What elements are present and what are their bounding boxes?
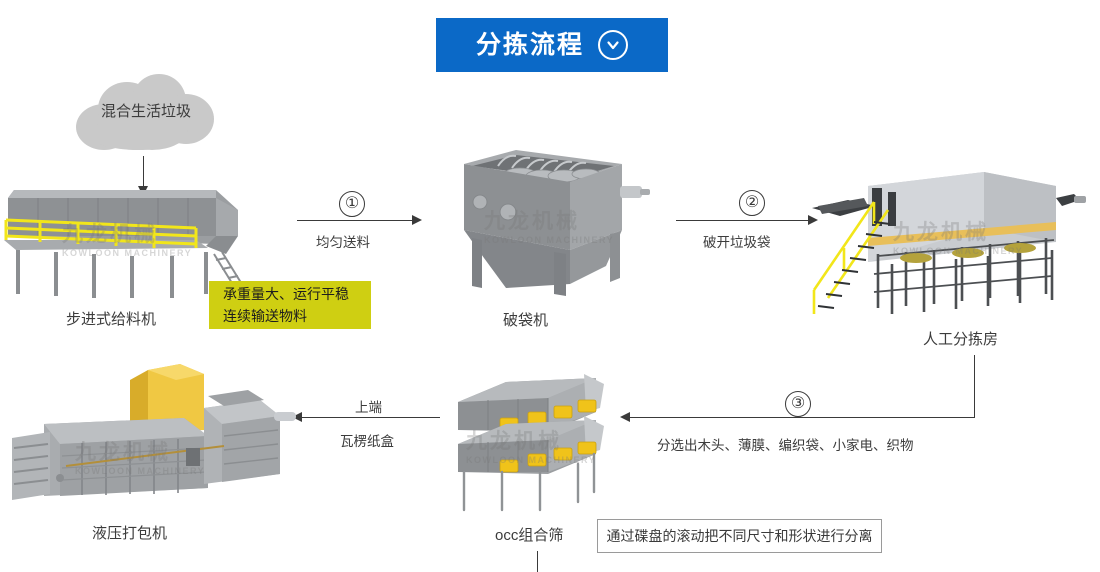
sorting-room-connector-vline	[974, 355, 975, 417]
flow-step4-line	[302, 417, 440, 418]
flow-step3-line	[630, 417, 975, 418]
hydraulic-baler-image	[12, 364, 296, 500]
page-banner: 分拣流程	[436, 18, 668, 72]
manual-sorting-room-image	[812, 172, 1086, 314]
stage-label-bag-breaker: 破袋机	[503, 312, 549, 329]
cloud-to-feeder-line	[143, 156, 144, 188]
flow-step1-label: 均匀送料	[316, 235, 370, 250]
flow-step4-bottom-label: 瓦楞纸盒	[340, 434, 394, 449]
flow-step1-arrowhead	[412, 215, 422, 225]
feeder-feature-note: 承重量大、运行平稳 连续输送物料	[209, 281, 371, 329]
flow-step3-arrowhead	[620, 412, 630, 422]
waste-source-label: 混合生活垃圾	[100, 103, 191, 120]
chevron-down-circle-icon	[598, 30, 628, 60]
flow-step2-line	[676, 220, 809, 221]
flow-step1-line	[297, 220, 413, 221]
stage-label-feeder: 步进式给料机	[66, 311, 157, 328]
stage-label-baler: 液压打包机	[92, 525, 168, 542]
occ-screen-down-line	[537, 551, 538, 572]
feeder-feature-note-line2: 连续输送物料	[223, 308, 307, 324]
flow-step3-number: ③	[785, 391, 811, 417]
flow-step2-arrowhead	[808, 215, 818, 225]
page-title: 分拣流程	[475, 30, 584, 59]
flow-step3-label: 分选出木头、薄膜、编织袋、小家电、织物	[657, 438, 914, 453]
flow-step4-top-label: 上端	[355, 400, 382, 415]
step-feeder-image	[4, 190, 249, 298]
occ-screen-note: 通过碟盘的滚动把不同尺寸和形状进行分离	[597, 519, 882, 553]
bag-breaker-image	[464, 150, 650, 296]
flow-step4-arrowhead	[292, 412, 302, 422]
stage-label-occ-screen: occ组合筛	[495, 527, 564, 544]
flow-step1-number: ①	[339, 191, 365, 217]
stage-label-sorting-room: 人工分拣房	[923, 331, 999, 348]
waste-source-cloud	[72, 74, 220, 152]
flow-step2-number: ②	[739, 190, 765, 216]
occ-screen-image	[458, 374, 604, 512]
feeder-feature-note-line1: 承重量大、运行平稳	[223, 286, 349, 302]
flow-step2-label: 破开垃圾袋	[703, 235, 771, 250]
